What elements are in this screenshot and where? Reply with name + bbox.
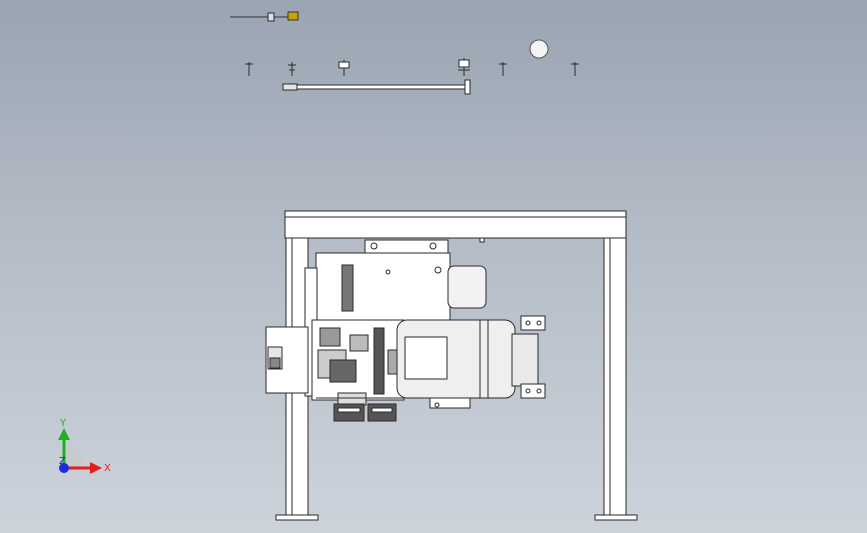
bolt-1[interactable]: [245, 62, 253, 76]
bolt-3[interactable]: [338, 60, 350, 76]
bolt-2[interactable]: [288, 62, 296, 76]
motor-shaft-housing[interactable]: [511, 333, 539, 387]
bolt-6[interactable]: [571, 62, 579, 76]
motor-rear[interactable]: [447, 265, 487, 309]
main-housing[interactable]: [315, 252, 451, 324]
bolt-5[interactable]: [499, 62, 507, 76]
right-foot[interactable]: [594, 514, 638, 521]
ball-part[interactable]: [529, 39, 549, 59]
left-foot[interactable]: [275, 514, 319, 521]
frame[interactable]: [275, 210, 638, 521]
top-beam[interactable]: [284, 210, 627, 239]
motor-mount-bottom[interactable]: [520, 383, 546, 399]
right-leg[interactable]: [603, 237, 627, 518]
terminal-box[interactable]: [404, 336, 448, 380]
z-axis-dot: [59, 463, 69, 473]
gearbox-assembly[interactable]: [265, 239, 487, 422]
y-axis-label: Y: [59, 418, 67, 429]
probe-part[interactable]: [230, 11, 299, 22]
shaft-part[interactable]: [282, 79, 471, 95]
exploded-parts[interactable]: [230, 11, 579, 95]
motor-mount-top[interactable]: [520, 315, 546, 331]
x-axis-label: X: [104, 463, 111, 474]
bolt-4[interactable]: [458, 58, 470, 76]
motor[interactable]: [396, 315, 546, 409]
z-axis-label: Z: [59, 456, 66, 467]
coordinate-triad: Y X Z: [58, 418, 111, 474]
